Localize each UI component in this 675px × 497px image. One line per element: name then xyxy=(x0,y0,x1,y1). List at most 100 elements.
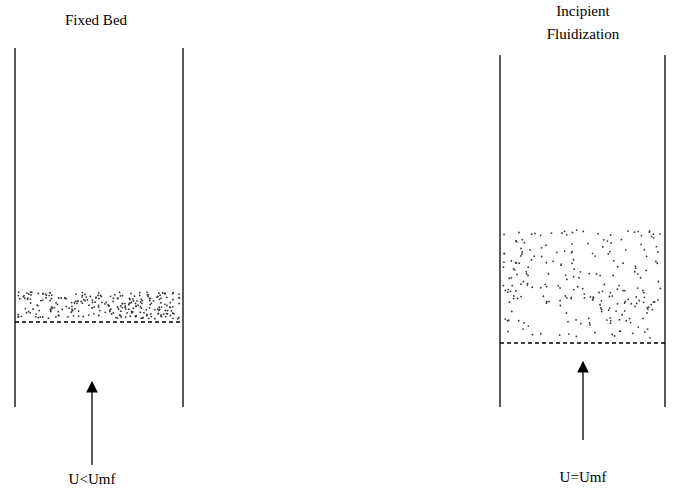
particle xyxy=(647,308,649,310)
particle xyxy=(84,294,86,296)
particle xyxy=(638,300,640,302)
particle xyxy=(139,292,141,294)
particle xyxy=(71,308,73,310)
particle xyxy=(622,290,624,292)
particle xyxy=(49,300,51,302)
particle xyxy=(609,317,611,319)
particle xyxy=(157,295,159,297)
particle xyxy=(143,312,145,314)
particle xyxy=(31,291,33,293)
particle xyxy=(76,300,78,302)
particle xyxy=(556,251,558,253)
particle xyxy=(67,316,69,318)
particle xyxy=(98,292,100,294)
particle xyxy=(657,251,659,253)
particle xyxy=(172,293,174,295)
particle xyxy=(165,313,167,315)
particle xyxy=(634,306,636,308)
particle xyxy=(48,295,50,297)
particle xyxy=(596,273,598,275)
particle xyxy=(653,237,655,239)
particle xyxy=(36,304,38,306)
particle xyxy=(22,296,24,298)
particle xyxy=(154,309,156,311)
particle xyxy=(24,308,26,310)
particle xyxy=(139,311,141,313)
particle xyxy=(655,246,657,248)
particle xyxy=(162,292,164,294)
particle xyxy=(98,304,100,306)
particle xyxy=(548,301,550,303)
particle xyxy=(609,292,611,294)
particle xyxy=(572,232,574,234)
particle xyxy=(559,305,561,307)
particle xyxy=(49,292,51,294)
particle xyxy=(611,295,613,297)
particle xyxy=(624,290,626,292)
particle xyxy=(540,333,542,335)
particle xyxy=(37,293,39,295)
particle xyxy=(161,306,163,308)
particle xyxy=(88,304,90,306)
particle xyxy=(135,316,137,318)
particle xyxy=(502,285,504,287)
particle xyxy=(169,306,171,308)
particle xyxy=(51,306,53,308)
particle xyxy=(520,255,522,257)
particle xyxy=(624,302,626,304)
particle xyxy=(132,298,134,300)
particle xyxy=(577,286,579,288)
particle xyxy=(131,310,133,312)
particle xyxy=(546,301,548,303)
particle xyxy=(166,296,168,298)
particle xyxy=(508,277,510,279)
particle xyxy=(118,308,120,310)
particle xyxy=(120,315,122,317)
particle xyxy=(592,253,594,255)
particle xyxy=(531,259,533,261)
particle xyxy=(124,303,126,305)
particle xyxy=(613,260,615,262)
particle xyxy=(648,306,650,308)
particle xyxy=(573,289,575,291)
particle xyxy=(98,315,100,317)
particle xyxy=(108,305,110,307)
particle xyxy=(109,311,111,313)
particle xyxy=(617,266,619,268)
particle xyxy=(68,307,70,309)
particle xyxy=(140,317,142,319)
particle xyxy=(169,302,171,304)
particle xyxy=(29,312,31,314)
particle xyxy=(172,317,174,319)
particle xyxy=(139,295,141,297)
particle xyxy=(630,322,632,324)
particle xyxy=(132,311,134,313)
particle xyxy=(601,309,603,311)
particle xyxy=(620,330,622,332)
particle xyxy=(135,305,137,307)
particle xyxy=(139,306,141,308)
particle xyxy=(121,307,123,309)
particle xyxy=(164,293,166,295)
particle xyxy=(98,298,100,300)
particle xyxy=(26,292,28,294)
particle-dots xyxy=(17,229,661,338)
particle xyxy=(131,312,133,314)
particle xyxy=(609,251,611,253)
particle xyxy=(517,298,519,300)
particle xyxy=(112,312,114,314)
particle xyxy=(61,309,63,311)
particle xyxy=(158,309,160,311)
particle xyxy=(594,255,596,257)
particle xyxy=(625,320,627,322)
particle xyxy=(592,298,594,300)
particle xyxy=(159,308,161,310)
particle xyxy=(94,301,96,303)
particle xyxy=(507,291,509,293)
particle xyxy=(610,322,612,324)
particle xyxy=(545,244,547,246)
particle xyxy=(99,310,101,312)
particle xyxy=(564,230,566,232)
particle xyxy=(149,300,151,302)
